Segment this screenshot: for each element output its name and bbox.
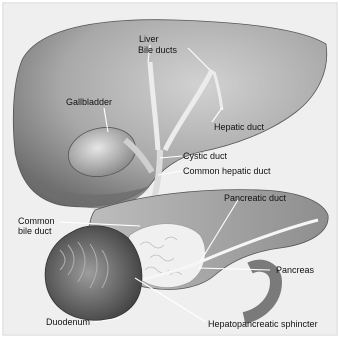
label-liver: Liver <box>139 34 159 44</box>
label-pancreatic-duct: Pancreatic duct <box>224 193 286 203</box>
label-duodenum: Duodenum <box>46 317 90 327</box>
label-common-hepatic-duct: Common hepatic duct <box>183 166 271 176</box>
label-hepatic-duct: Hepatic duct <box>214 122 264 132</box>
label-common-bile-duct: Common bile duct <box>18 216 66 236</box>
label-gallbladder: Gallbladder <box>66 97 112 107</box>
label-hepatopancreatic-sphincter: Hepatopancreatic sphincter <box>208 319 318 329</box>
label-cystic-duct: Cystic duct <box>183 151 227 161</box>
label-pancreas: Pancreas <box>276 265 314 275</box>
label-bile-ducts: Bile ducts <box>138 45 177 55</box>
